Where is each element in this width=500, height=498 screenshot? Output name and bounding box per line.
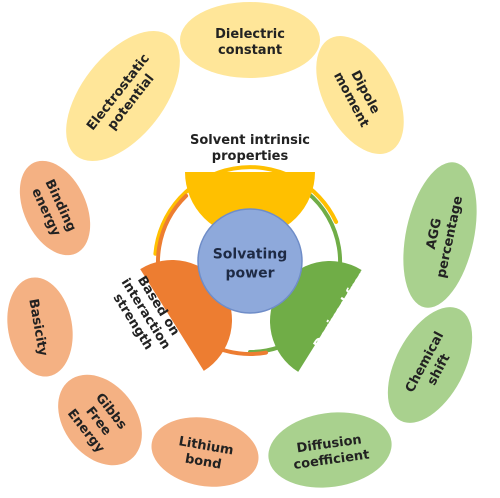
petal-shape (19, 160, 91, 256)
petal-interaction: GibbsFreeEnergy (58, 374, 142, 466)
petal-shape (7, 277, 73, 377)
center-node: Solvating power (197, 208, 303, 314)
petal-shape (403, 162, 477, 308)
petal-interaction: Bindingenergy (19, 160, 91, 256)
petal-electrolyte: AGGpercentage (403, 162, 477, 308)
center-label-line: power (226, 265, 275, 281)
petal-intrinsic: Electrostaticpotential (66, 31, 180, 161)
petal-label-line: constant (218, 43, 282, 58)
petal-shape (387, 307, 473, 423)
petal-shape (180, 2, 320, 78)
center-circle (197, 208, 303, 314)
petal-interaction: Lithiumbond (151, 417, 259, 487)
petal-shape (316, 36, 404, 154)
petal-shape (268, 412, 392, 488)
petal-label-line: Dielectric (215, 27, 285, 42)
petal-intrinsic: Dipolemoment (316, 36, 404, 154)
center-label: Solvating power (213, 246, 288, 281)
petal-shape (58, 374, 142, 466)
petal-shape (151, 417, 259, 487)
petal-label-line: AGG (424, 217, 445, 251)
petal-electrolyte: Diffusioncoefficient (268, 412, 392, 488)
petal-electrolyte: Chemicalshift (387, 307, 473, 423)
petal-shape (66, 31, 180, 161)
center-label-line: Solvating (213, 246, 288, 262)
petal-interaction: Basicity (7, 277, 73, 377)
category-label-line: Solvent intrinsic (190, 133, 310, 148)
arc-intrinsic (153, 165, 339, 256)
petal-label-line: bond (184, 452, 223, 473)
category-label-line: properties (212, 149, 289, 164)
